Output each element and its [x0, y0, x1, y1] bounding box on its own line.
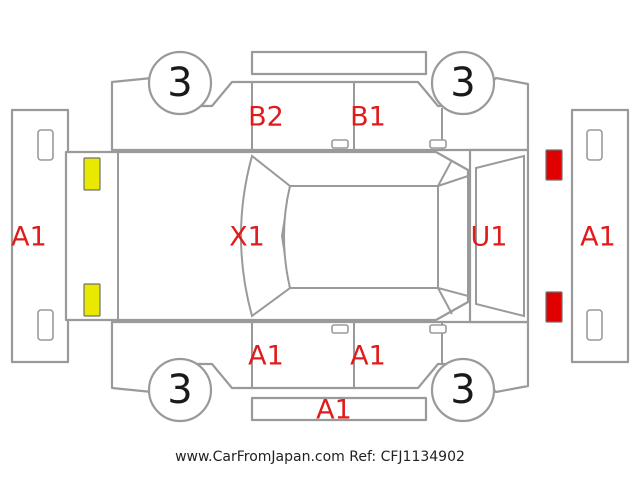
left-rear-door-code: B2 [248, 102, 284, 133]
front-bumper [10, 108, 70, 364]
wheel-bottom-left-grade: 3 [167, 367, 192, 413]
left-front-door-code: B1 [350, 102, 386, 133]
front-bumper-code: A1 [11, 222, 47, 253]
right-rear-door-code: A1 [248, 341, 284, 372]
rear-left-lamp [545, 149, 563, 181]
roof-code: X1 [229, 222, 265, 253]
left-sill [250, 50, 428, 76]
car-body-top [64, 148, 530, 324]
wheel-bottom-right: 3 [430, 357, 496, 423]
right-sill [250, 396, 428, 422]
rear-bumper-code: A1 [580, 222, 616, 253]
front-right-lamp [83, 283, 101, 317]
right-front-door-code: A1 [350, 341, 386, 372]
right-sill-code: A1 [316, 395, 352, 426]
wheel-top-left: 3 [147, 50, 213, 116]
wheel-top-right: 3 [430, 50, 496, 116]
wheel-top-left-grade: 3 [167, 60, 192, 106]
back-door-code: U1 [471, 222, 508, 253]
wheel-top-right-grade: 3 [450, 60, 475, 106]
wheel-bottom-right-grade: 3 [450, 367, 475, 413]
reference-footer: www.CarFromJapan.com Ref: CFJ1134902 [175, 449, 465, 465]
rear-right-lamp [545, 291, 563, 323]
wheel-bottom-left: 3 [147, 357, 213, 423]
rear-bumper [570, 108, 630, 364]
front-left-lamp [83, 157, 101, 191]
